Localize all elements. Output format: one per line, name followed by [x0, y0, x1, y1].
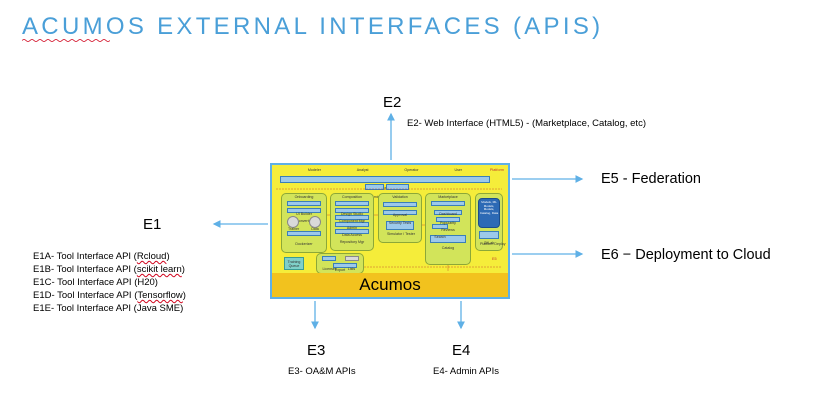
role-label: User: [454, 168, 463, 172]
validation-panel: Validation Approval Security Tests Simul…: [378, 193, 422, 243]
acumos-footer-bar: Acumos: [272, 273, 508, 297]
acumos-platform-diagram: Platform Modeler Analyst Operator User W…: [270, 163, 510, 299]
composition-panel: Composition Design Studio Component Mgr …: [330, 193, 374, 251]
role-label: Operator: [404, 168, 419, 172]
e5-label: E5 - Federation: [601, 171, 701, 187]
e1-item: E1E- Tool Interface API (Java SME): [33, 303, 184, 314]
acumos-footer-label: Acumos: [359, 275, 421, 294]
role-label: Analyst: [356, 168, 369, 172]
marketplace-panel: Marketplace Dashboard Popularity Reviews…: [425, 193, 471, 265]
role-label: Modeler: [307, 168, 321, 172]
onboarding-panel: Onboarding UI Builder Converter Trainer …: [281, 193, 327, 253]
portal-tab: Admin: [365, 184, 384, 199]
e1-item: E1B- Tool Interface API (scikit learn): [33, 264, 185, 275]
e4-label: E4: [452, 342, 471, 359]
platform-connectors: [276, 188, 502, 271]
spellcheck-underline: [22, 39, 110, 42]
e2-description: E2- Web Interface (HTML5) - (Marketplace…: [407, 118, 646, 129]
models-panel: Models, ML Models, Models, Catalog, Data…: [475, 193, 506, 251]
page-title: ACUMOS EXTERNAL INTERFACES (APIS): [22, 13, 604, 40]
e6-label: E6 − Deployment to Cloud: [601, 247, 771, 263]
e1-api-list: E1A- Tool Interface API (Rcloud) E1B- To…: [33, 250, 186, 315]
e1-item: E1A- Tool Interface API (Rcloud): [33, 251, 170, 262]
web-portal-bar: Web Portal: [280, 176, 490, 191]
e1-item: E1D- Tool Interface API (Tensorflow): [33, 290, 186, 301]
e2-label: E2: [383, 94, 402, 111]
training-queue: Training Queue: [284, 257, 304, 270]
e3-description: E3- OA&M APIs: [288, 366, 356, 377]
platform-corner-label: Platform: [489, 168, 504, 172]
e4-description: E4- Admin APIs: [433, 366, 500, 377]
e5-inner-label: E5: [492, 257, 497, 261]
roles-row: Modeler Analyst Operator User: [290, 168, 480, 175]
e1-item: E1C- Tool Interface API (H20): [33, 277, 158, 288]
e3-label: E3: [307, 342, 326, 359]
e1-label: E1: [143, 216, 162, 233]
